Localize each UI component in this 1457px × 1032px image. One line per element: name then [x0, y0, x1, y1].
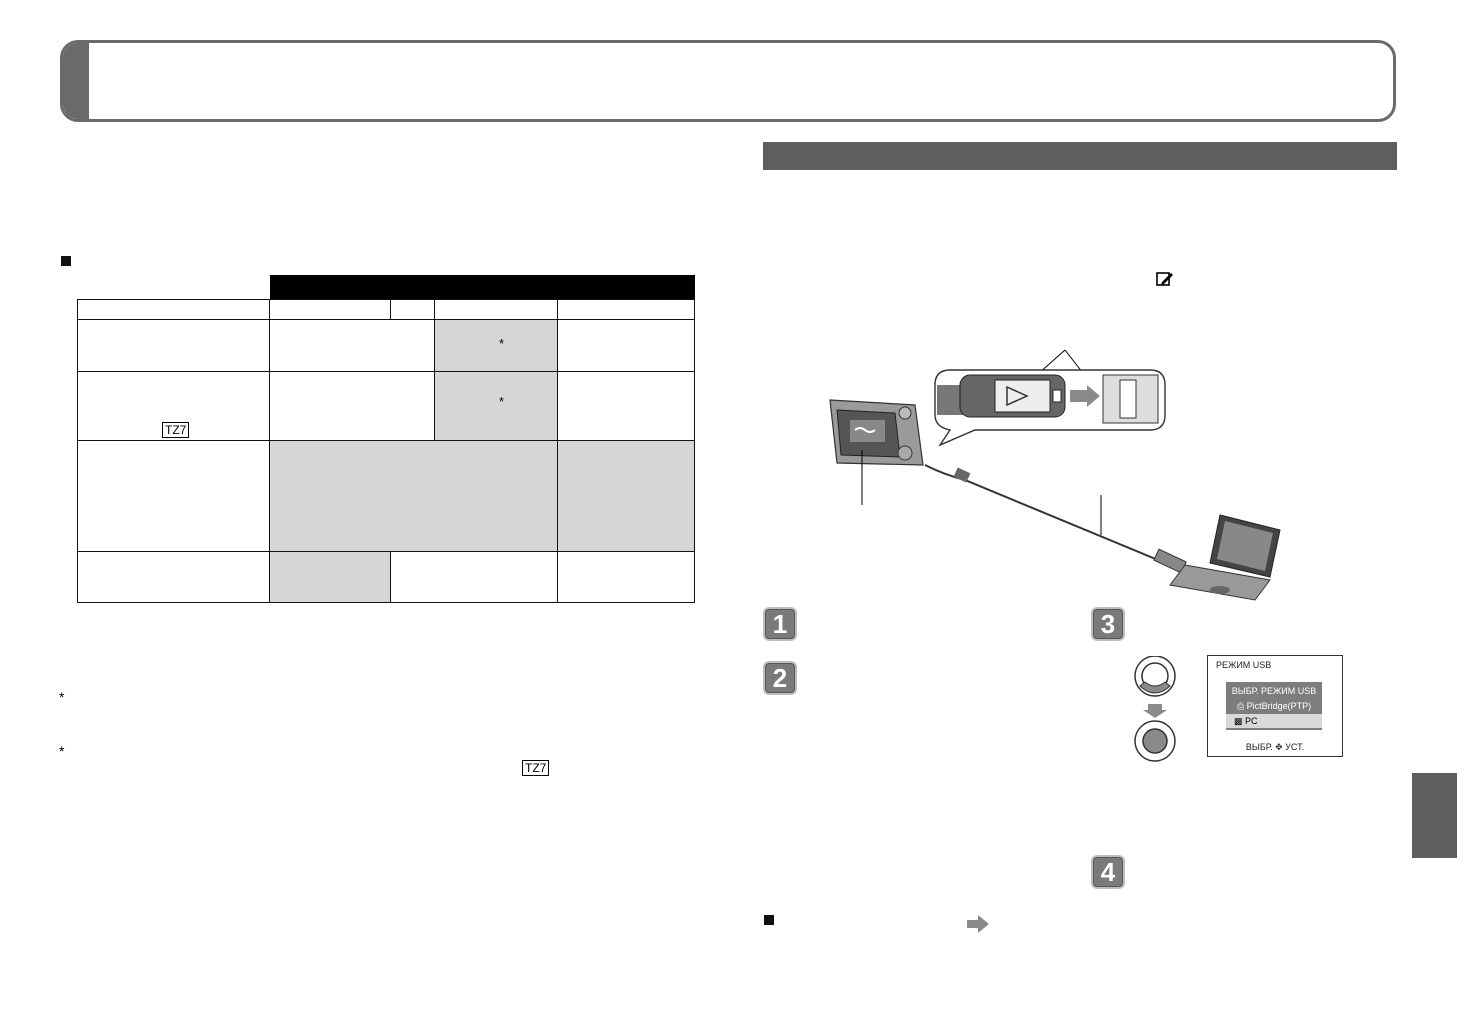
- cursor-icon: ✥: [1275, 742, 1283, 752]
- step-number-2: 2: [763, 661, 797, 695]
- footnote-star-1: *: [59, 689, 65, 705]
- step-number-1: 1: [763, 607, 797, 641]
- table-header-cell: [557, 275, 695, 299]
- step-number-4: 4: [1091, 855, 1125, 889]
- table-row: [77, 550, 695, 603]
- header-banner: [60, 40, 1396, 122]
- header-banner-tab: [63, 43, 89, 119]
- usb-option-pictbridge: ⎙ PictBridge(PTP): [1226, 699, 1322, 713]
- table-row: TZ7 *: [77, 370, 695, 441]
- footnote-star-2: *: [59, 743, 65, 759]
- printer-icon: ⎙: [1236, 701, 1245, 711]
- table-header-cell: [269, 275, 558, 299]
- table-row: [77, 298, 695, 320]
- memo-edit-icon: [1156, 272, 1173, 286]
- table-row: *: [77, 318, 695, 372]
- camera-usb-connection-illustration: [829, 349, 1281, 601]
- step-number-3: 3: [1091, 607, 1125, 641]
- footer-select-label: ВЫБР.: [1245, 742, 1273, 752]
- usb-option-pc: ▩ PC: [1226, 714, 1322, 728]
- chapter-side-tab: [1412, 773, 1457, 858]
- right-arrow-icon: [967, 915, 989, 933]
- footnote-star: *: [499, 393, 505, 409]
- footnote-star: *: [499, 335, 505, 351]
- computer-icon: ▩: [1234, 716, 1243, 726]
- table-row: [77, 439, 695, 552]
- footer-set-label: УСТ.: [1285, 742, 1305, 752]
- usb-mode-panel-header: ВЫБР. РЕЖИМ USB: [1231, 686, 1317, 696]
- table-header-row: [78, 275, 695, 299]
- usb-mode-screen-footer: ВЫБР. ✥ УСТ.: [1208, 742, 1342, 753]
- usb-mode-screen: РЕЖИМ USB ВЫБР. РЕЖИМ USB ⎙ PictBridge(P…: [1207, 655, 1343, 757]
- cursor-buttons-illustration: [1134, 656, 1176, 762]
- usb-option-pictbridge-label: PictBridge(PTP): [1246, 701, 1312, 711]
- usb-option-pc-label: PC: [1245, 716, 1258, 726]
- model-badge-footnote: TZ7: [522, 760, 550, 776]
- compatibility-table: * TZ7 *: [77, 275, 695, 603]
- section-title-bar: [763, 142, 1397, 170]
- bullet-square: [764, 915, 774, 925]
- usb-mode-panel: ВЫБР. РЕЖИМ USB ⎙ PictBridge(PTP) ▩ PC: [1226, 682, 1322, 730]
- usb-mode-screen-title: РЕЖИМ USB: [1216, 660, 1272, 670]
- bullet-square: [61, 256, 71, 266]
- model-badge: TZ7: [162, 421, 190, 438]
